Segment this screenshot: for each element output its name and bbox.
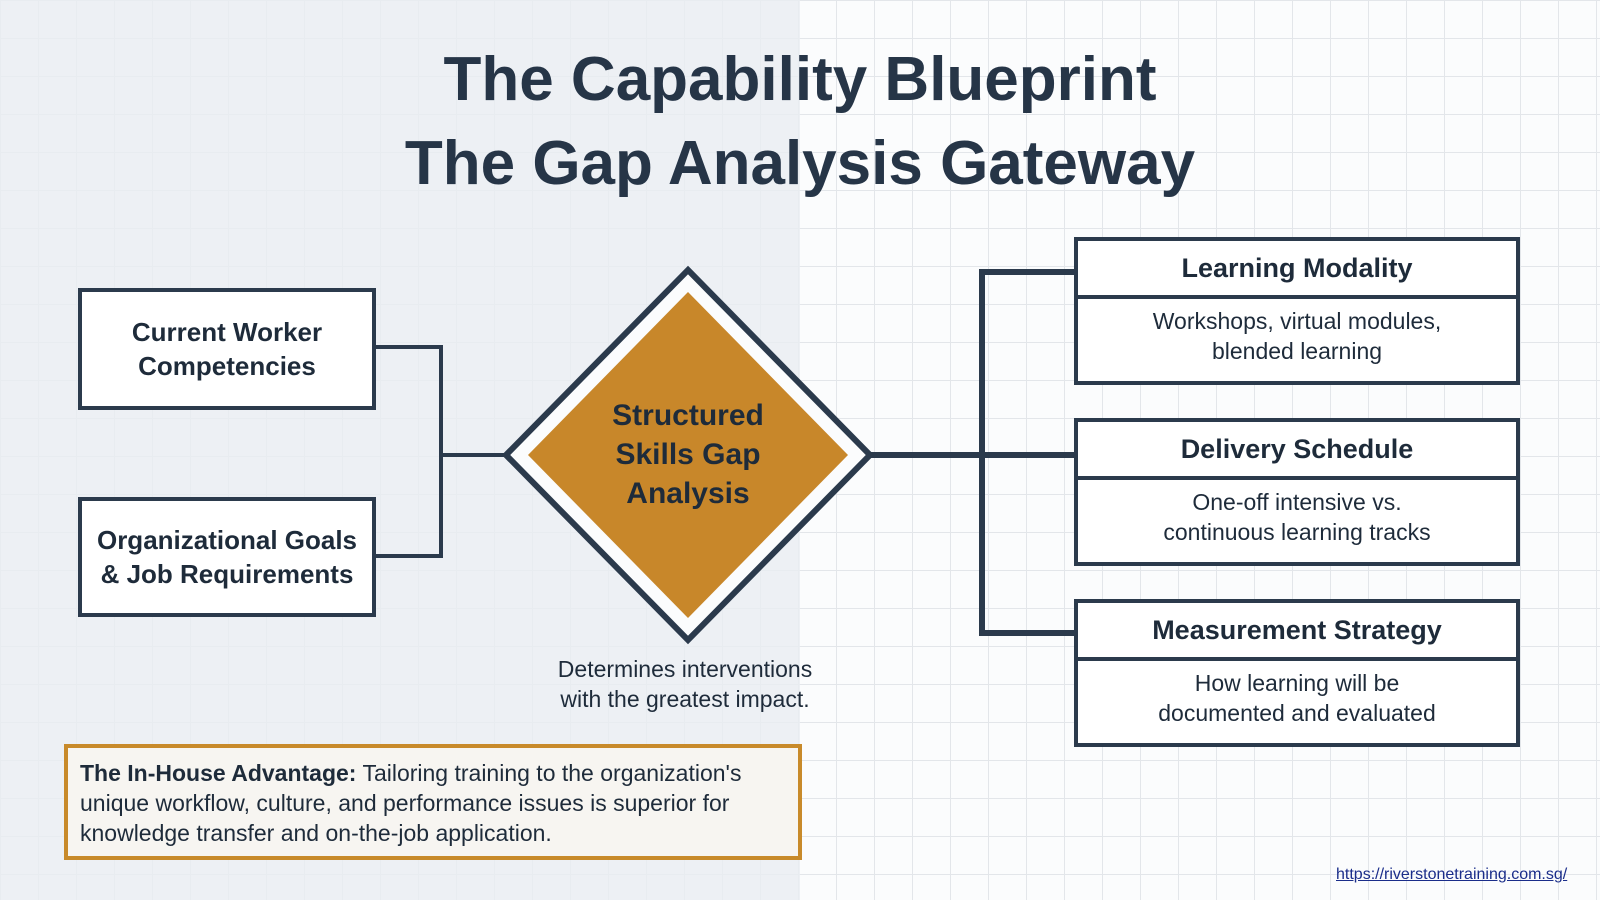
- output-2-heading: Delivery Schedule: [1078, 422, 1516, 480]
- input-current-competencies: Current Worker Competencies: [78, 288, 376, 410]
- hub-caption-line-1: Determines interventions: [557, 656, 813, 682]
- advantage-label: The In-House Advantage:: [80, 760, 357, 786]
- output-3-desc-line-1: How learning will be: [1194, 670, 1400, 696]
- output-1-desc-line-1: Workshops, virtual modules,: [1152, 308, 1442, 334]
- hub-label: Structured Skills Gap Analysis: [588, 396, 788, 513]
- output-2-description: One-off intensive vs. continuous learnin…: [1078, 480, 1516, 554]
- hub-caption-line-2: with the greatest impact.: [560, 686, 810, 712]
- output-1-heading: Learning Modality: [1078, 241, 1516, 299]
- output-2-desc-line-2: continuous learning tracks: [1163, 519, 1431, 545]
- page-title: The Capability Blueprint The Gap Analysi…: [0, 38, 1600, 206]
- input-1-line-1: Current Worker: [131, 317, 323, 347]
- output-3-desc-line-2: documented and evaluated: [1158, 700, 1436, 726]
- output-1-desc-line-2: blended learning: [1211, 338, 1383, 364]
- output-3-description: How learning will be documented and eval…: [1078, 661, 1516, 735]
- hub-caption: Determines interventions with the greate…: [520, 654, 850, 714]
- title-line-2: The Gap Analysis Gateway: [404, 129, 1196, 198]
- output-measurement-strategy: Measurement Strategy How learning will b…: [1074, 599, 1520, 747]
- hub-line-3: Analysis: [626, 477, 750, 510]
- output-learning-modality: Learning Modality Workshops, virtual mod…: [1074, 237, 1520, 385]
- input-1-line-2: Competencies: [138, 351, 316, 381]
- connector-input-2: [374, 455, 443, 558]
- advantage-text: Tailoring training to the organization's…: [80, 760, 742, 846]
- hub-line-1: Structured: [612, 399, 764, 432]
- output-2-desc-line-1: One-off intensive vs.: [1192, 489, 1402, 515]
- title-line-1: The Capability Blueprint: [443, 45, 1157, 114]
- connector-input-1: [374, 345, 443, 455]
- in-house-advantage-callout: The In-House Advantage: Tailoring traini…: [64, 744, 802, 860]
- output-delivery-schedule: Delivery Schedule One-off intensive vs. …: [1074, 418, 1520, 566]
- input-2-line-2: & Job Requirements: [100, 559, 354, 589]
- output-1-description: Workshops, virtual modules, blended lear…: [1078, 299, 1516, 373]
- input-organizational-goals: Organizational Goals & Job Requirements: [78, 497, 376, 617]
- footer-website-link[interactable]: https://riverstonetraining.com.sg/: [1336, 866, 1568, 883]
- hub-diamond-fill: [528, 292, 848, 618]
- input-2-line-1: Organizational Goals: [96, 525, 358, 555]
- output-3-heading: Measurement Strategy: [1078, 603, 1516, 661]
- hub-line-2: Skills Gap: [615, 438, 761, 471]
